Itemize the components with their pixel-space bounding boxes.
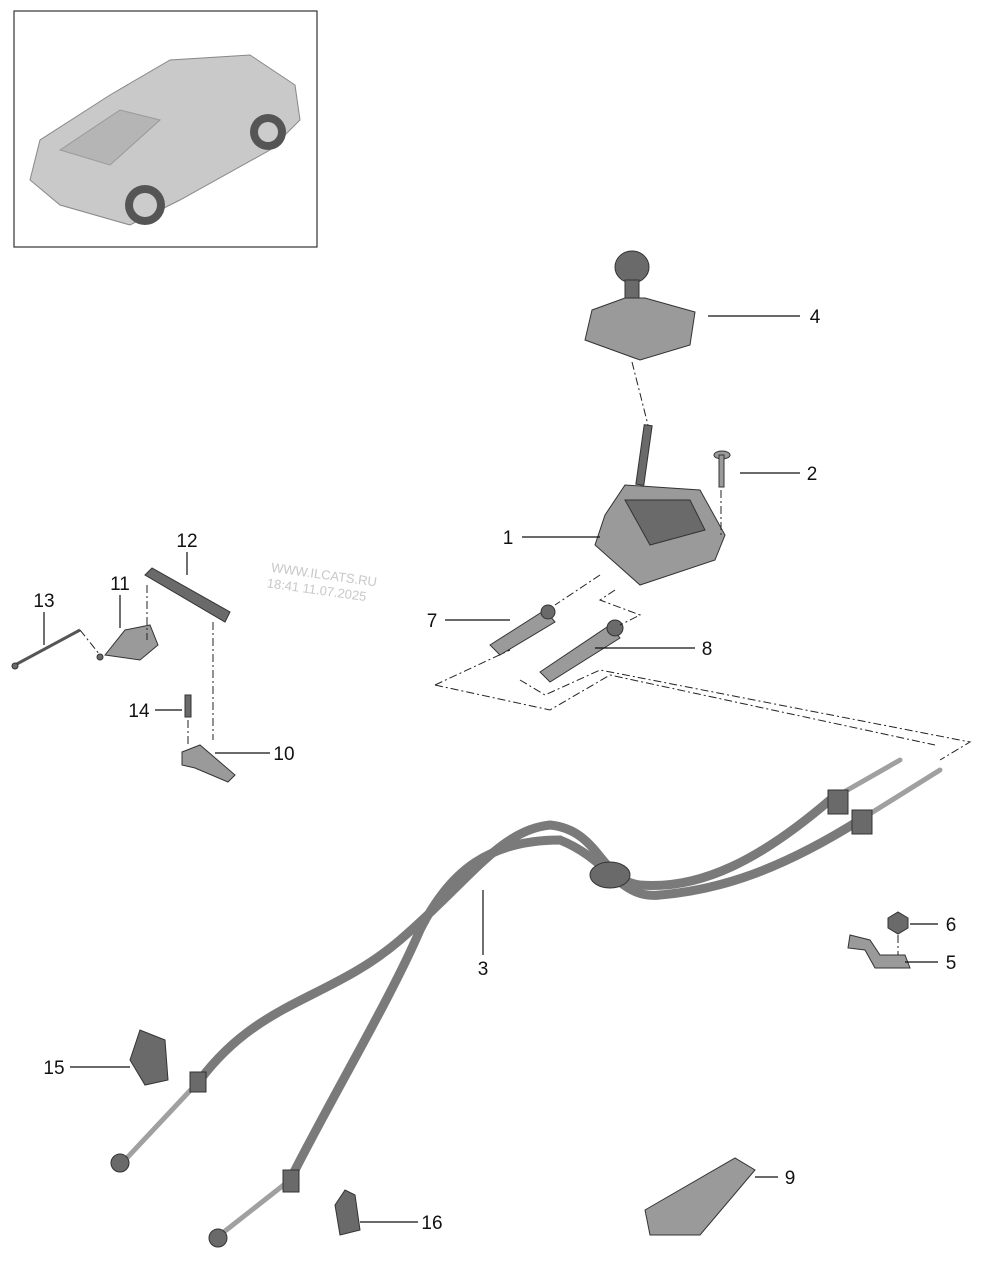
callout-14[interactable]: 14 [128,701,150,722]
part-6-nut[interactable] [887,911,909,935]
callout-7[interactable]: 7 [427,611,438,632]
callout-6[interactable]: 6 [946,915,957,936]
part-1-gear-shifter[interactable] [594,424,726,586]
part-10-lever[interactable] [181,744,236,783]
callout-2[interactable]: 2 [807,464,818,485]
callout-5[interactable]: 5 [946,953,957,974]
callout-16[interactable]: 16 [421,1213,442,1234]
callout-10[interactable]: 10 [273,744,294,765]
part-14-bolt[interactable] [184,694,192,718]
callout-8[interactable]: 8 [702,639,713,660]
callout-13[interactable]: 13 [33,591,54,612]
part-8-bushing[interactable] [539,619,624,683]
leader-lines [43,315,938,1223]
callout-4[interactable]: 4 [810,307,821,328]
part-9-grease-tube[interactable] [644,1157,756,1236]
callout-1[interactable]: 1 [503,528,514,549]
callout-3[interactable]: 3 [478,959,489,980]
part-11-bearing[interactable] [104,624,159,661]
part-15-clip[interactable] [129,1029,169,1086]
part-7-bushing[interactable] [489,604,556,656]
watermark: WWW.ILCATS.RU 18:41 11.07.2025 [266,560,378,604]
callout-9[interactable]: 9 [785,1168,796,1189]
part-16-clip[interactable] [334,1189,361,1236]
callout-15[interactable]: 15 [43,1058,64,1079]
callout-12[interactable]: 12 [176,531,197,552]
part-12-lever-plate[interactable] [144,567,231,623]
part-13-rod[interactable] [11,628,104,670]
part-2-screw[interactable] [713,450,731,488]
vehicle-thumbnail[interactable] [13,10,318,248]
part-5-bracket[interactable] [847,934,911,969]
part-3-shift-cables[interactable] [110,757,943,1248]
part-4-shift-knob-boot[interactable] [584,250,696,361]
callout-11[interactable]: 11 [110,574,130,595]
